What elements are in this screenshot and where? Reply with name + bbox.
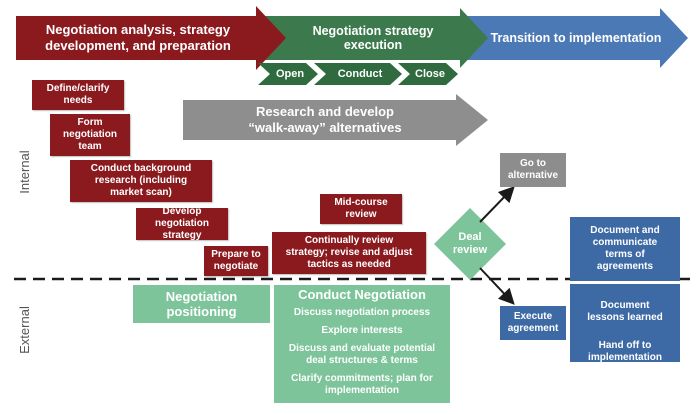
connector-to-execute — [479, 267, 515, 305]
deal-review-diamond — [434, 208, 506, 280]
external-label: External — [17, 306, 32, 354]
step-background-research: Conduct background research (including m… — [70, 160, 212, 202]
conduct-negotiation-box: Conduct Negotiation Discuss negotiation … — [274, 285, 450, 403]
internal-label: Internal — [17, 150, 32, 194]
phase2-arrow — [258, 8, 488, 68]
open-chevron — [258, 63, 318, 85]
connector-to-alternative — [479, 186, 515, 223]
phase1-label: Negotiation analysis, strategy developme… — [45, 22, 231, 53]
conduct-label: Conduct — [337, 68, 383, 80]
conduct-chevron — [314, 63, 402, 85]
phase3-arrow — [462, 8, 688, 68]
execute-agreement-box: Execute agreement — [500, 306, 566, 340]
step-midcourse-review: Mid-course review — [320, 194, 402, 224]
research-arrow-shape — [183, 94, 488, 146]
go-to-alternative-box: Go to alternative — [500, 153, 566, 187]
lessons-learned-text: Document lessons learned — [587, 300, 663, 323]
lessons-handoff-box: Document lessons learned Hand off to imp… — [570, 284, 680, 375]
open-label: Open — [275, 68, 305, 80]
step-define-needs: Define/clarify needs — [32, 80, 124, 110]
conduct-item: Clarify commitments; plan for implementa… — [291, 373, 433, 396]
conduct-item: Discuss negotiation process — [293, 307, 431, 318]
document-communicate-box: Document and communicate terms of agreem… — [570, 217, 680, 281]
close-chevron — [398, 63, 458, 85]
conduct-item: Explore interests — [321, 325, 403, 336]
phase3-label: Transition to implementation — [490, 31, 662, 45]
negotiation-positioning-box: Negotiation positioning — [133, 285, 270, 323]
step-continually-review: Continually review strategy; revise and … — [272, 232, 426, 274]
conduct-item: Discuss and evaluate potential deal stru… — [288, 343, 436, 366]
close-label: Close — [415, 68, 445, 80]
step-prepare: Prepare to negotiate — [204, 246, 268, 276]
research-arrow-label: Research and develop “walk-away” alterna… — [248, 104, 402, 135]
deal-review-label: Deal review — [452, 231, 488, 256]
step-form-team: Form negotiation team — [50, 114, 130, 156]
phase1-arrow — [16, 6, 286, 70]
handoff-text: Hand off to implementation team/s — [588, 340, 662, 375]
phase2-label: Negotiation strategy execution — [312, 24, 434, 52]
conduct-negotiation-title: Conduct Negotiation — [298, 287, 426, 302]
step-develop-strategy: Develop negotiation strategy — [136, 206, 228, 241]
